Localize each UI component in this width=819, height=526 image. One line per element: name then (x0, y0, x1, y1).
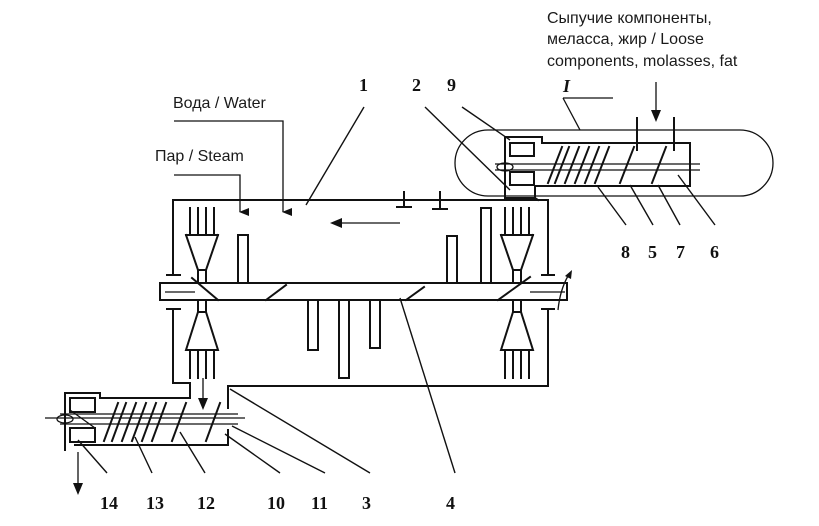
callout-7: 7 (676, 242, 685, 262)
chamber-discharge-arrow (198, 378, 208, 410)
callout-3: 3 (362, 493, 371, 513)
callout-9: 9 (447, 75, 456, 95)
callout-4: 4 (446, 493, 455, 513)
flow-direction-arrow (330, 218, 400, 228)
feed-screw-conveyor (495, 117, 700, 199)
leader-lines (77, 106, 716, 474)
loose-components-label-line1: Сыпучие компоненты, (547, 10, 712, 27)
paddles-lower (307, 299, 381, 379)
detail-marker-label: I (562, 76, 571, 96)
water-inlet-arrow (174, 120, 292, 216)
nozzle-left-upper (184, 207, 220, 284)
loose-components-inlet-arrow (651, 82, 661, 122)
feed-conveyor-detail-outline (454, 129, 774, 197)
loose-components-label-line3: components, molasses, fat (547, 53, 738, 70)
product-outlet-arrow (73, 452, 83, 495)
callout-1: 1 (359, 75, 368, 95)
nozzle-right-upper (499, 207, 535, 284)
callout-5: 5 (648, 242, 657, 262)
paddles-upper (237, 207, 492, 284)
steam-label: Пар / Steam (155, 148, 244, 165)
steam-inlet-arrow (174, 174, 249, 216)
loose-components-label-line2: меласса, жир / Loose (547, 31, 704, 48)
callout-10: 10 (267, 493, 285, 513)
callout-11: 11 (311, 493, 328, 513)
callout-12: 12 (197, 493, 215, 513)
feed-conveyor-outlet (504, 196, 540, 202)
discharge-screw-conveyor (45, 382, 245, 451)
callout-2: 2 (412, 75, 421, 95)
water-label: Вода / Water (173, 95, 267, 112)
main-chamber (166, 191, 555, 387)
callout-8: 8 (621, 242, 630, 262)
callout-6: 6 (710, 242, 719, 262)
nozzle-left-lower (184, 299, 220, 379)
mixer-shaft (159, 270, 572, 311)
callout-13: 13 (146, 493, 164, 513)
nozzle-right-lower (499, 299, 535, 379)
callout-14: 14 (100, 493, 118, 513)
detail-marker-leader (562, 97, 613, 131)
